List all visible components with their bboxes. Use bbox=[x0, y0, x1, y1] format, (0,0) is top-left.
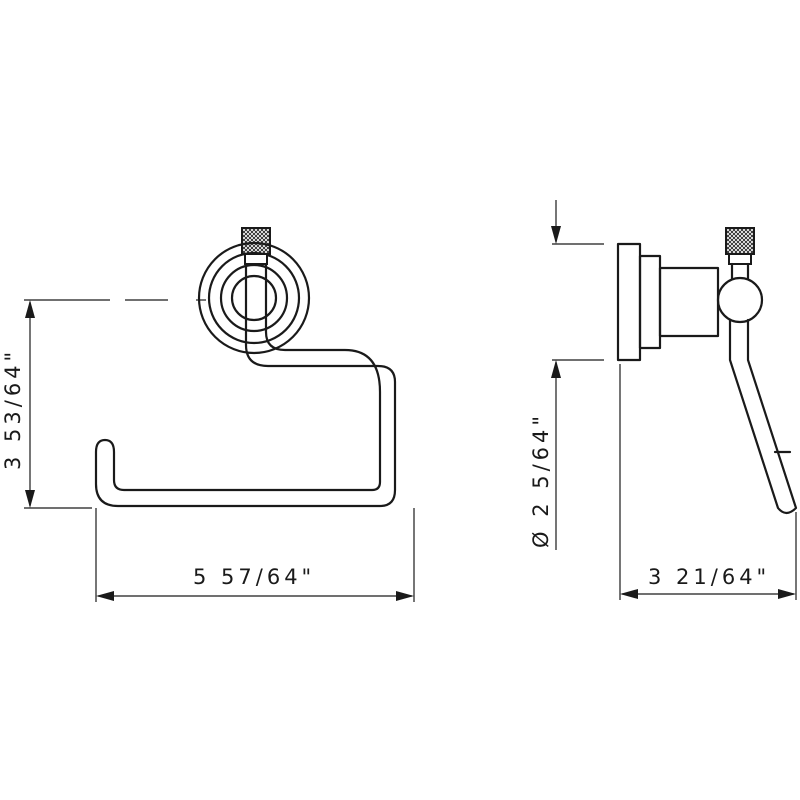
side-arm bbox=[728, 318, 798, 515]
front-knurled-finial bbox=[241, 227, 271, 265]
side-body bbox=[658, 266, 720, 338]
dim-front-height bbox=[24, 299, 110, 509]
side-diameter-label: Ø 2 5/64" bbox=[529, 412, 553, 548]
dim-side-depth bbox=[619, 364, 797, 600]
side-wall-plate bbox=[616, 242, 642, 362]
dim-front-width bbox=[95, 508, 415, 602]
front-view bbox=[94, 227, 397, 508]
front-rod bbox=[244, 262, 268, 347]
side-ball bbox=[716, 276, 764, 324]
front-width-label: 5 57/64" bbox=[193, 565, 315, 589]
side-view bbox=[616, 227, 798, 515]
side-depth-label: 3 21/64" bbox=[648, 565, 770, 589]
front-holder-arm bbox=[94, 330, 397, 508]
dim-side-diameter bbox=[551, 200, 604, 550]
side-step bbox=[638, 254, 662, 350]
side-knurled-finial bbox=[725, 227, 755, 281]
front-height-label: 3 53/64" bbox=[1, 348, 25, 470]
